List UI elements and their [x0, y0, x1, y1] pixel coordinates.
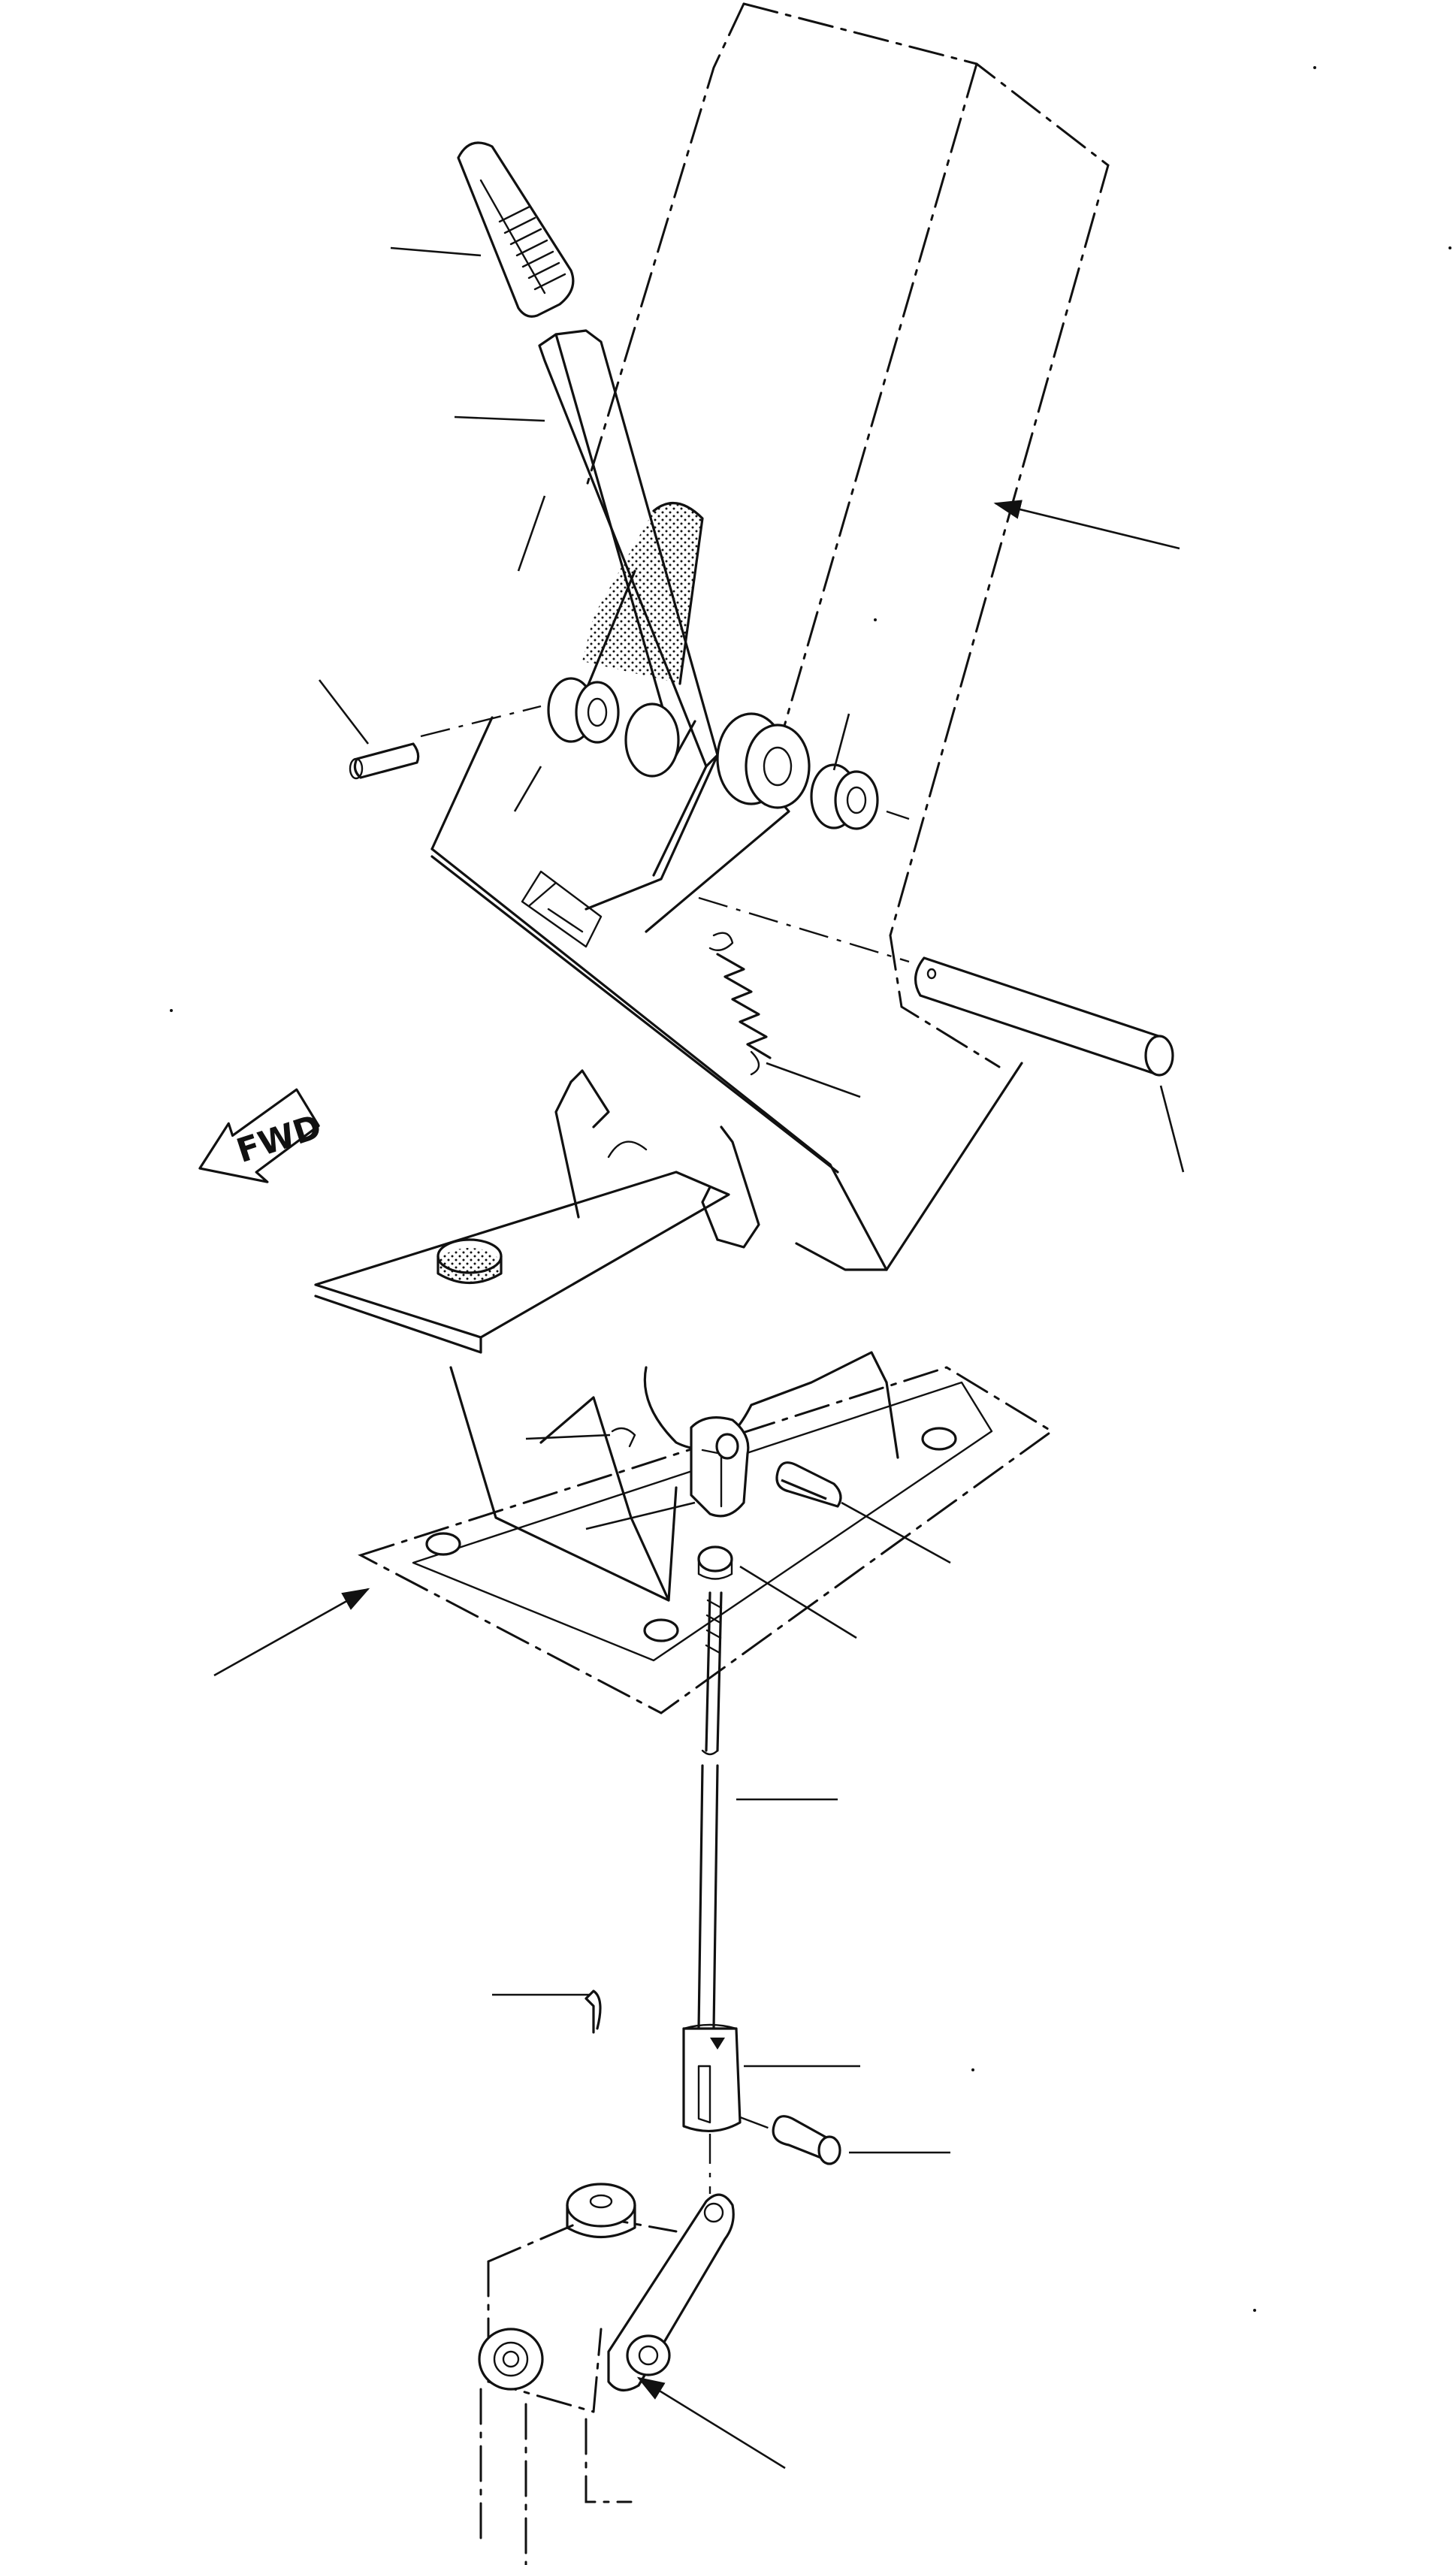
lower-clevis: [585, 1989, 841, 2165]
mounting-bracket: [314, 1069, 899, 1602]
brake-pedal: [457, 141, 790, 933]
pivot-bushings: [420, 677, 910, 830]
brake-valve-assembly: [478, 2134, 735, 2565]
forward-arrow-icon: [198, 1088, 320, 1183]
adjusting-rod: [697, 1591, 723, 2030]
forward-direction-marker: FWD: [198, 1088, 326, 1183]
fwd-label: FWD: [232, 1107, 326, 1171]
floor-plate-phantom: [358, 1366, 1054, 1715]
callout-leaders: [213, 246, 1185, 2470]
pivot-shaft: [698, 896, 1174, 1077]
return-spring: [708, 932, 772, 1076]
scan-specks: [170, 66, 1451, 2312]
console-housing-phantom: [585, 2, 1110, 1068]
roll-pin: [349, 742, 420, 780]
pedal-box-body: [430, 502, 1023, 1271]
upper-clevis: [611, 1416, 842, 1580]
